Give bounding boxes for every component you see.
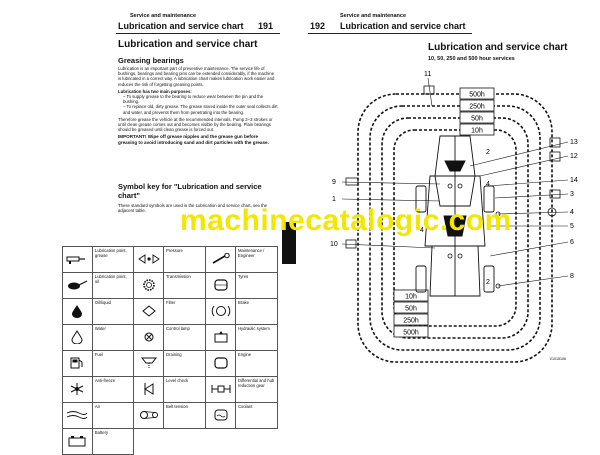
right-page-number: 192	[310, 21, 326, 31]
level-check-icon	[133, 376, 165, 403]
table-row: Battery	[62, 428, 278, 455]
tyre-icon	[205, 272, 236, 299]
right-header-section: Service and maintenance	[340, 13, 407, 19]
greasing-paragraph-1: Lubrication is an important part of prev…	[118, 66, 275, 87]
chart-subtitle: 10, 50, 250 and 500 hour services	[428, 56, 515, 62]
label-10h-bottom: 10h	[405, 294, 417, 301]
greasing-text: Lubrication is an important part of prev…	[118, 66, 278, 145]
greasing-important: IMPORTANT! Wipe off grease nipples and t…	[118, 134, 269, 145]
left-header-rule	[116, 33, 280, 34]
callout-4-inner-a: 4	[486, 181, 490, 188]
ring-50h	[381, 117, 529, 339]
symbol-key-intro: These standard symbols are used in the L…	[118, 203, 268, 214]
label-50h-bottom: 50h	[405, 306, 417, 313]
water-drop-icon	[62, 324, 93, 351]
callout-8: 8	[570, 273, 574, 280]
callout-4-inner-b: 4	[420, 227, 424, 234]
callout-10: 10	[330, 241, 338, 248]
chart-title: Lubrication and service chart	[428, 42, 568, 53]
callout-leaders	[341, 77, 569, 287]
left-page-title: Lubrication and service chart	[118, 39, 258, 50]
label-500h-bottom: 500h	[403, 330, 419, 337]
right-header-rule	[308, 33, 472, 34]
ring-500h	[357, 93, 553, 363]
label-500h-top: 500h	[469, 92, 485, 99]
engine-icon	[205, 350, 236, 377]
table-row: Fuel Draining Engine	[62, 350, 278, 377]
interval-labels-bottom: 10h 50h 250h 500h	[393, 289, 429, 338]
left-header-section: Service and maintenance	[130, 13, 197, 19]
oil-can-icon	[62, 272, 93, 299]
oil-drop-icon	[62, 298, 93, 325]
filter-icon	[133, 298, 165, 325]
symbol-key-heading: Symbol key for "Lubrication and service …	[118, 182, 262, 200]
callout-11: 11	[424, 71, 431, 78]
control-lamp-icon	[133, 324, 165, 351]
table-row: Lubrication point, grease Pressure Maint…	[62, 246, 278, 273]
callout-numbers: 9 1 10 11 13 12 14 3 4 5 6 7 8 2 4 4 2	[330, 71, 578, 286]
figure-code: V1015106	[550, 357, 566, 361]
pressure-icon	[133, 246, 165, 273]
fuel-pump-icon	[62, 350, 93, 377]
gear-icon	[133, 272, 165, 299]
table-row: Anti-freeze Level check Differential and…	[62, 376, 278, 403]
callout-9: 9	[332, 179, 336, 186]
watermark: machinecatalogic.com	[180, 204, 512, 237]
label-250h-bottom: 250h	[403, 318, 419, 325]
callout-2-top: 2	[486, 149, 490, 156]
draining-icon	[133, 350, 165, 377]
purpose-bullet-1: – To supply grease to the bearing to red…	[123, 94, 264, 105]
left-page-number: 191	[258, 21, 274, 31]
purpose-bullet-2: – To replace old, dirty grease. The grea…	[123, 104, 278, 115]
brake-icon	[205, 298, 236, 325]
callout-5: 5	[570, 223, 574, 230]
right-header-title: Lubrication and service chart	[340, 21, 466, 31]
ring-250h	[369, 105, 541, 351]
symbol-key-table: Lubrication point, grease Pressure Maint…	[62, 246, 278, 455]
interval-labels-top: 500h 250h 50h 10h	[459, 87, 495, 136]
callout-3: 3	[570, 191, 574, 198]
callout-4: 4	[570, 209, 574, 216]
callout-13: 13	[570, 139, 578, 146]
left-header-title: Lubrication and service chart	[118, 21, 244, 31]
callout-1: 1	[332, 196, 336, 203]
table-row: Oil/liquid Filter Brake	[62, 298, 278, 325]
callout-6: 6	[570, 239, 574, 246]
antifreeze-icon	[62, 376, 93, 403]
greasing-heading: Greasing bearings	[118, 56, 184, 65]
label-50h-top: 50h	[471, 116, 483, 123]
hydraulic-icon	[205, 324, 236, 351]
table-row: Lubrication point, oil Transmission Tyre…	[62, 272, 278, 299]
purposes-label: Lubrication has two main purposes:	[118, 88, 192, 94]
label-10h-top: 10h	[471, 128, 483, 135]
callout-14: 14	[570, 177, 578, 184]
differential-icon	[205, 376, 236, 403]
chapter-tab	[282, 222, 296, 264]
callout-12: 12	[570, 153, 578, 160]
label-250h-top: 250h	[469, 104, 485, 111]
table-row: Water Control lamp Hydraulic system	[62, 324, 278, 351]
wrench-icon	[205, 246, 236, 273]
ring-10h	[393, 129, 517, 327]
battery-icon	[62, 428, 93, 455]
edge-symbols	[345, 85, 561, 249]
greasing-paragraph-2: Therefore grease the vehicle at the reco…	[118, 116, 273, 133]
grease-gun-icon	[62, 246, 93, 273]
callout-2-bottom: 2	[486, 279, 490, 286]
lubrication-diagram: 500h 250h 50h 10h 10h 50h 250h 500h	[330, 71, 578, 363]
